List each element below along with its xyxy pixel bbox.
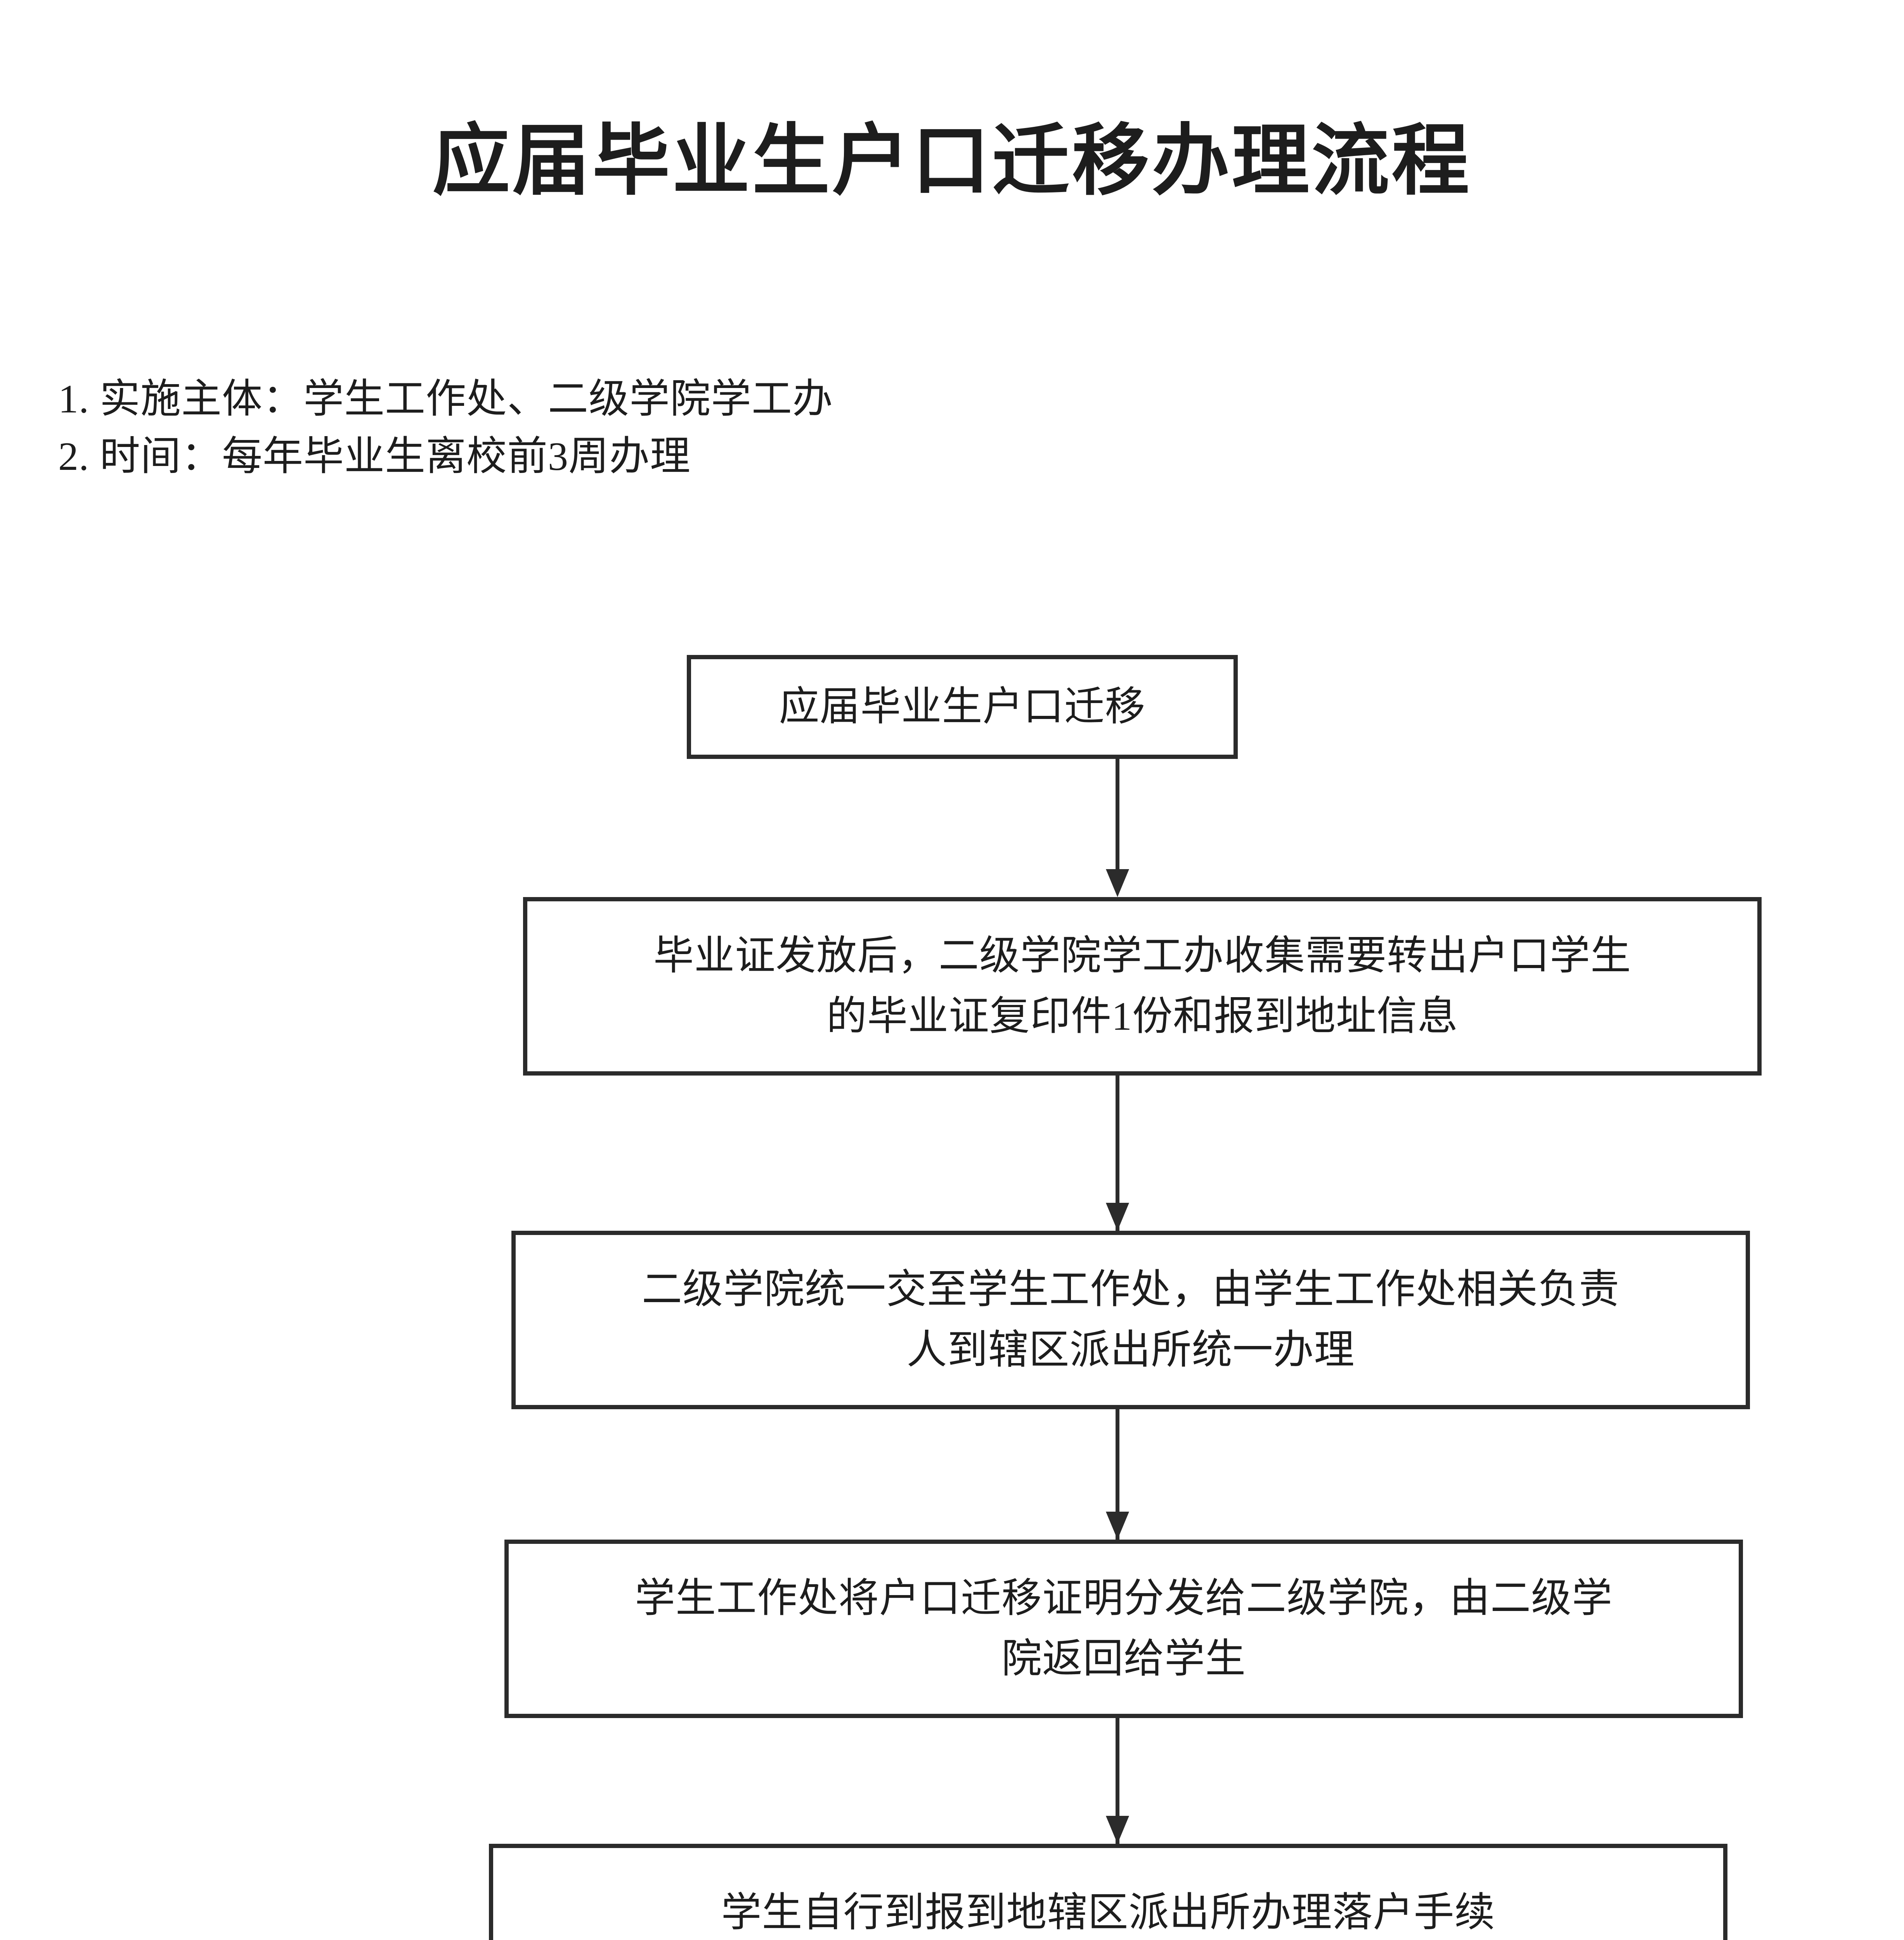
- flow-connector-4: [1116, 1718, 1119, 1869]
- arrow-down-icon: [1106, 1512, 1129, 1540]
- flow-node-step-2: 二级学院统一交至学生工作处，由学生工作处相关负责 人到辖区派出所统一办理: [511, 1231, 1750, 1409]
- intro-note-2: 2. 时间：每年毕业生离校前3周办理: [58, 434, 691, 479]
- flow-node-label: 应届毕业生户口迁移: [779, 684, 1146, 729]
- flow-node-label: 学生工作处将户口迁移证明分发给二级学院，由二级学 院返回给学生: [634, 1576, 1613, 1681]
- flow-node-label: 二级学院统一交至学生工作处，由学生工作处相关负责 人到辖区派出所统一办理: [641, 1267, 1620, 1372]
- flow-node-label: 学生自行到报到地辖区派出所办理落户手续: [721, 1890, 1495, 1935]
- arrow-down-icon: [1106, 1203, 1129, 1231]
- flow-connector-3: [1116, 1409, 1119, 1564]
- intro-notes: 1. 实施主体：学生工作处、二级学院学工办 2. 时间：每年毕业生离校前3周办理: [58, 371, 1533, 485]
- flow-connector-1: [1116, 759, 1119, 875]
- flow-node-start: 应届毕业生户口迁移: [687, 655, 1238, 759]
- intro-note-1: 1. 实施主体：学生工作处、二级学院学工办: [58, 377, 833, 421]
- flow-node-end: 学生自行到报到地辖区派出所办理落户手续: [489, 1844, 1727, 1940]
- arrow-down-icon: [1106, 1816, 1129, 1844]
- flow-connector-2: [1116, 1076, 1119, 1256]
- flow-node-label: 毕业证发放后，二级学院学工办收集需要转出户口学生 的毕业证复印件1份和报到地址信…: [653, 934, 1631, 1039]
- flow-node-step-3: 学生工作处将户口迁移证明分发给二级学院，由二级学 院返回给学生: [504, 1540, 1743, 1718]
- flow-node-step-1: 毕业证发放后，二级学院学工办收集需要转出户口学生 的毕业证复印件1份和报到地址信…: [523, 897, 1762, 1076]
- page-title: 应届毕业生户口迁移办理流程: [432, 118, 1472, 204]
- arrow-down-icon: [1106, 869, 1129, 897]
